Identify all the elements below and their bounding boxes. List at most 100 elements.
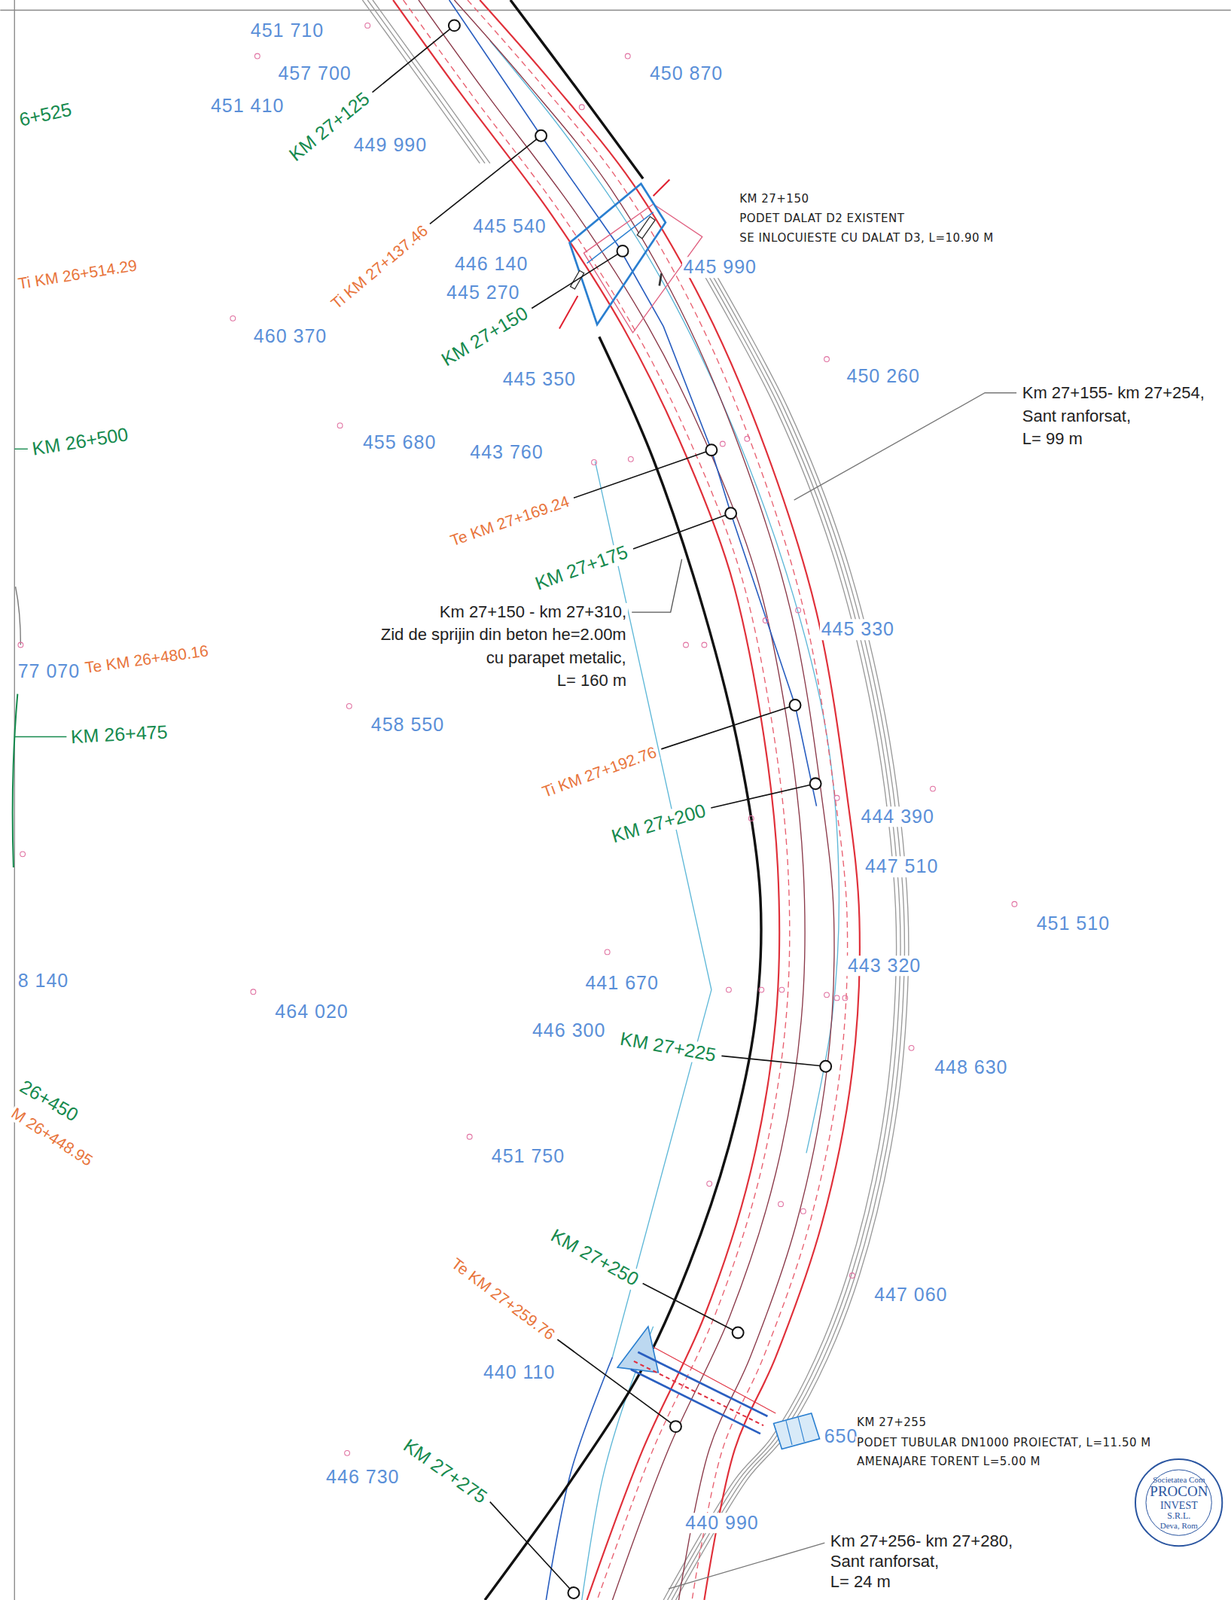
station-marker	[725, 507, 737, 519]
station-leader	[429, 139, 537, 224]
elevation-value: 457 700	[276, 63, 353, 85]
survey-point	[834, 995, 840, 1001]
survey-point	[719, 441, 726, 447]
company-stamp: Societatea ComPROCONINVESTS.R.L.Deva, Ro…	[1133, 1457, 1224, 1548]
survey-point	[850, 1273, 856, 1279]
elevation-value: 451 510	[1035, 913, 1112, 935]
stamp-text: Societatea Com	[1152, 1474, 1205, 1484]
work-note: Sant ranforsat,	[828, 1552, 941, 1571]
road-line	[545, 1356, 613, 1600]
work-note: Sant ranforsat,	[1020, 407, 1133, 426]
elevation-value: 441 670	[583, 972, 660, 994]
drawing-line	[0, 9, 1231, 11]
station-leader	[642, 1282, 734, 1330]
drawing-line	[14, 448, 28, 450]
survey-point	[701, 642, 707, 648]
station-leader	[573, 451, 707, 498]
drawing-line	[569, 183, 666, 325]
survey-point	[744, 435, 750, 442]
station-label: KM 26+475	[68, 721, 170, 747]
station-marker	[819, 1060, 832, 1073]
stamp-text: S.R.L.	[1167, 1511, 1191, 1521]
station-marker	[732, 1326, 744, 1338]
elevation-value: 451 750	[490, 1145, 567, 1168]
station-label: KM 27+275	[398, 1433, 492, 1509]
elevation-value: 446 730	[324, 1466, 401, 1488]
station-label: KM 27+175	[531, 541, 633, 595]
station-label: KM 27+200	[607, 799, 710, 848]
elevation-value: 77 070	[16, 661, 82, 683]
road-line	[667, 275, 902, 1600]
station-leader	[372, 29, 451, 93]
elevation-value: 445 270	[444, 282, 522, 304]
structure-note: KM 27+255	[855, 1415, 928, 1429]
elevation-value: 444 390	[859, 806, 936, 828]
station-leader	[661, 706, 790, 750]
survey-point	[344, 1450, 351, 1456]
elevation-value: 448 630	[932, 1057, 1009, 1079]
survey-point	[800, 1208, 806, 1214]
survey-point	[18, 642, 24, 648]
structure-note: SE INLOCUIESTE CU DALAT D3, L=10.90 M	[737, 231, 996, 245]
work-note: Km 27+150 - km 27+310,	[438, 603, 628, 622]
survey-point	[337, 423, 343, 429]
station-markers	[448, 19, 832, 1599]
station-leader	[531, 253, 618, 308]
drawing-line	[798, 1416, 805, 1442]
station-label: KM 27+225	[616, 1027, 719, 1066]
road-line	[671, 275, 905, 1600]
survey-points	[18, 22, 1018, 1456]
elevation-value: 464 020	[273, 1001, 350, 1023]
road-line	[403, 0, 790, 1600]
survey-point	[824, 992, 830, 998]
survey-point	[930, 786, 936, 792]
station-marker	[617, 245, 629, 257]
structure-note: PODET TUBULAR DN1000 PROIECTAT, L=11.50 …	[855, 1435, 1153, 1449]
elevation-value: 446 140	[453, 253, 530, 275]
elevation-value: 447 060	[872, 1285, 949, 1307]
elevation-value: 451 410	[209, 95, 286, 117]
elevation-value: 445 540	[471, 216, 548, 238]
station-marker	[535, 130, 547, 142]
survey-point	[578, 104, 585, 110]
drawing-line	[773, 1413, 820, 1449]
structure-note: AMENAJARE TORENT L=5.00 M	[855, 1455, 1043, 1469]
survey-point	[778, 1201, 784, 1207]
elevation-value: 455 680	[361, 432, 438, 455]
drawing-line	[633, 1361, 764, 1426]
elevation-value: 445 350	[501, 369, 578, 391]
drawing-line	[631, 559, 682, 613]
survey-point	[20, 851, 26, 857]
work-note: Km 27+155- km 27+254,	[1020, 383, 1207, 403]
drawing-line	[794, 393, 1017, 500]
survey-point	[254, 53, 260, 59]
survey-point	[1011, 901, 1018, 907]
road-line	[675, 275, 909, 1600]
elevation-value: 458 550	[369, 714, 446, 736]
road-line	[449, 0, 817, 807]
survey-point	[230, 315, 236, 321]
survey-point	[726, 987, 732, 993]
station-leader	[721, 1055, 820, 1066]
elevation-value: 447 510	[863, 856, 940, 878]
drawing-line	[559, 295, 578, 329]
elevation-value: 440 110	[481, 1362, 558, 1384]
elevation-value: 460 370	[252, 326, 329, 348]
drawing-line	[637, 1352, 768, 1417]
stamp-text: INVEST	[1160, 1499, 1198, 1512]
drawing-line	[630, 1369, 761, 1434]
stamp-text: Deva, Rom	[1160, 1520, 1198, 1530]
elevation-value: 450 870	[648, 63, 725, 85]
structure-note: PODET DALAT D2 EXISTENT	[737, 212, 906, 226]
work-note: L= 160 m	[555, 671, 628, 690]
elevation-value: 440 990	[683, 1512, 760, 1534]
elevation-value: 451 710	[249, 20, 326, 42]
survey-point	[346, 703, 352, 709]
survey-point	[604, 949, 610, 955]
drawing-line	[653, 1346, 777, 1414]
survey-point	[250, 989, 256, 995]
road-line	[510, 0, 643, 179]
work-note: cu parapet metalic,	[484, 649, 628, 668]
